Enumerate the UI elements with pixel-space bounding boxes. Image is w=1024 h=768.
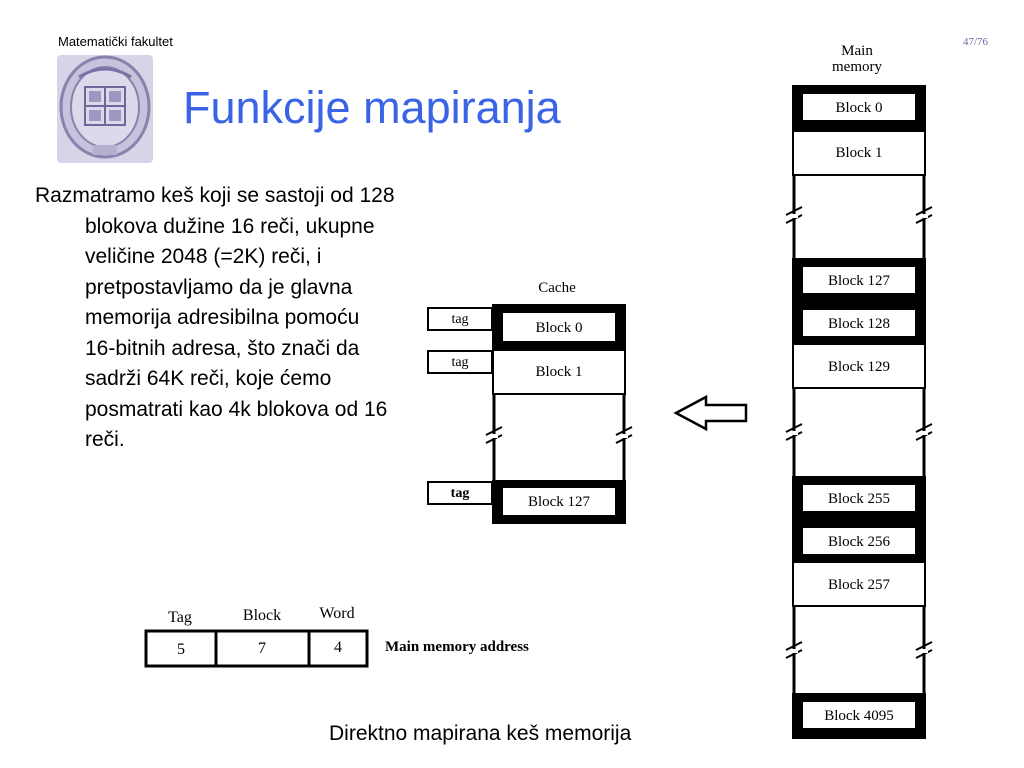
cache-label: Cache <box>538 280 576 296</box>
address-field-tag-bits: 5 <box>177 641 185 658</box>
figure-caption: Direktno mapirana keš memorija <box>329 722 632 745</box>
faculty-seal-logo <box>57 55 153 163</box>
mm-block-4095: Block 4095 <box>824 708 894 724</box>
cache-block-0: Block 0 <box>535 320 582 336</box>
address-format-box <box>144 629 369 668</box>
mm-block-1: Block 1 <box>835 145 882 161</box>
body-paragraph: Razmatramo keš koji se sastoji od 128 bl… <box>35 184 395 451</box>
address-field-word-label: Word <box>319 605 354 622</box>
mm-block-0: Block 0 <box>835 100 882 116</box>
cache-tag-0: tag <box>451 312 468 327</box>
main-memory-label-2: memory <box>832 59 882 75</box>
mm-block-255: Block 255 <box>828 491 890 507</box>
mm-block-257: Block 257 <box>828 577 891 593</box>
cache-block-127: Block 127 <box>528 494 591 510</box>
mm-block-256: Block 256 <box>828 534 891 550</box>
mapping-arrow-icon <box>673 394 748 432</box>
cache-block-1: Block 1 <box>535 364 582 380</box>
cache-tags <box>427 307 493 505</box>
address-field-tag-label: Tag <box>168 609 192 626</box>
faculty-name: Matematički fakultet <box>58 34 173 49</box>
address-field-word-bits: 4 <box>334 639 342 656</box>
slide-title: Funkcije mapiranja <box>183 82 561 133</box>
page-number: 47/76 <box>963 36 989 48</box>
cache-tag-127: tag <box>451 486 470 501</box>
address-field-block-label: Block <box>243 607 281 624</box>
cache-tag-1: tag <box>451 355 468 370</box>
cache-column <box>485 304 633 524</box>
main-memory-address-label: Main memory address <box>385 639 529 655</box>
main-memory-label: Main <box>841 43 873 59</box>
address-field-block-bits: 7 <box>258 640 266 657</box>
main-memory-column <box>785 85 933 739</box>
mm-block-128: Block 128 <box>828 316 890 332</box>
mm-block-127: Block 127 <box>828 273 891 289</box>
mm-block-129: Block 129 <box>828 359 890 375</box>
